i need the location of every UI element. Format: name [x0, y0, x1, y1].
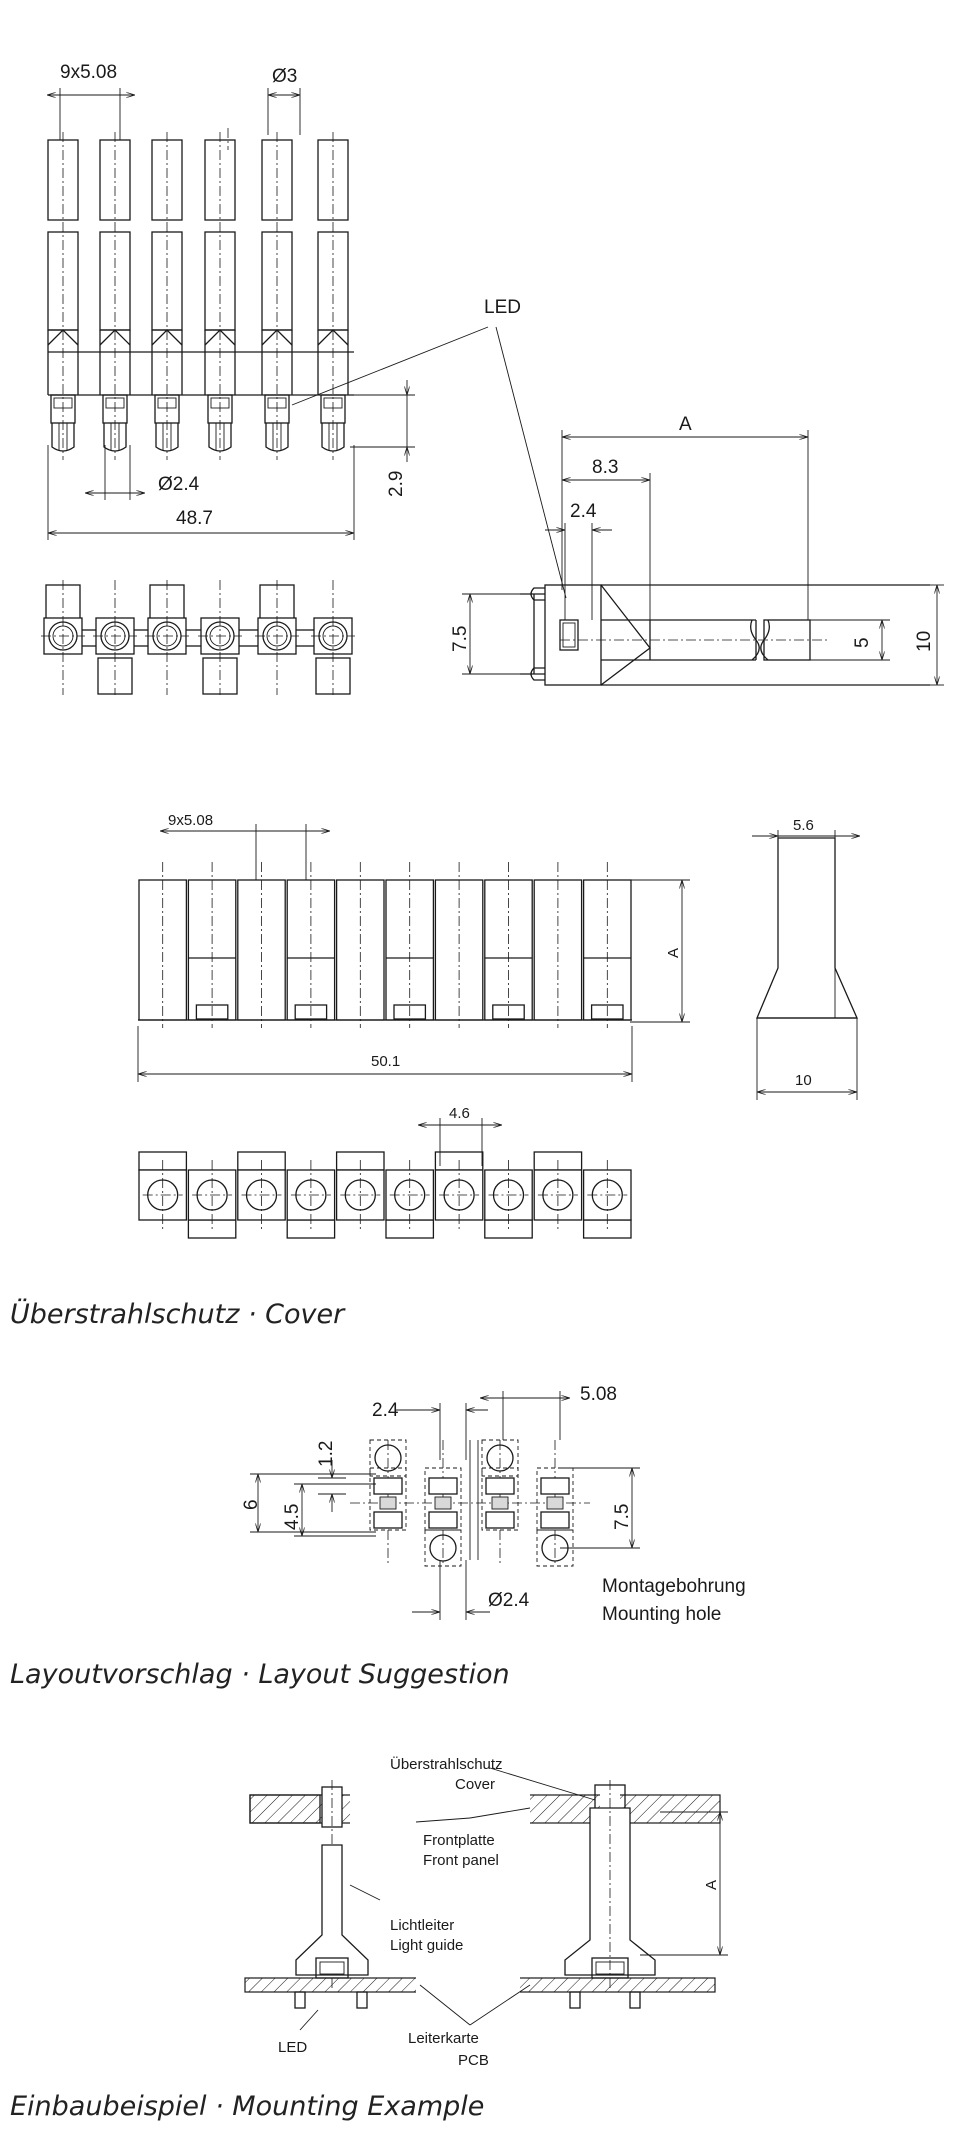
cover-dim-a-label: A [665, 948, 682, 958]
cover-top-cell-2 [187, 1160, 237, 1239]
cover-top-cell-6 [385, 1160, 435, 1239]
cover-cell-3 [237, 862, 286, 1028]
side-dim-10-label: 10 [914, 631, 935, 652]
side-dim-5-label: 5 [852, 637, 873, 648]
layout-note-de: Montagebohrung [602, 1576, 746, 1597]
mounting-caption: Einbaubeispiel · Mounting Example [10, 2091, 484, 2122]
light-guide-4 [204, 128, 236, 460]
light-guide-top-view [41, 580, 355, 695]
layout-column-1 [369, 1439, 407, 1565]
light-guide-side-view: A 8.3 2.4 7.5 5 10 [450, 414, 944, 686]
mount-panel-en: Front panel [423, 1852, 499, 1869]
layout-dim-hole-label: Ø2.4 [488, 1590, 530, 1611]
cover-top-cell-5 [335, 1151, 385, 1230]
cover-top-cell-10 [582, 1160, 632, 1239]
guide-top-4 [198, 580, 242, 695]
cover-top-cell-1 [138, 1151, 188, 1230]
dim-pin-diameter: Ø2.4 [85, 445, 200, 500]
layout-dim-5-08-label: 5.08 [580, 1384, 617, 1405]
cover-cell-8 [484, 862, 533, 1028]
light-guide-1 [47, 132, 79, 460]
guide-top-3 [145, 580, 189, 695]
cover-dim-pitch-label: 9x5.08 [168, 812, 213, 829]
layout-dim-4-5-label: 4.5 [282, 1504, 303, 1530]
cover-cell-4 [286, 862, 336, 1028]
guide-top-2 [93, 580, 137, 695]
dim-width-top: 48.7 [47, 445, 355, 540]
layout-column-3 [481, 1439, 519, 1565]
side-dim-8-3-label: 8.3 [592, 457, 618, 478]
led-leader-side [495, 326, 567, 599]
light-guide-2 [99, 132, 131, 460]
cover-dim-4-6-label: 4.6 [449, 1105, 470, 1122]
layout-column-2 [424, 1440, 462, 1567]
cover-cell-1 [138, 862, 188, 1028]
led-leader [291, 326, 489, 406]
cover-cell-7 [434, 862, 484, 1028]
cover-top-cell-8 [484, 1160, 533, 1239]
cover-cell-6 [385, 862, 435, 1028]
mount-dim-a-label: A [703, 1880, 720, 1890]
cover-dims: 9x5.08 A 50.1 4.6 [137, 812, 690, 1166]
dim-pitch-top: 9x5.08 [47, 62, 135, 140]
cover-top-cell-9 [533, 1151, 583, 1230]
cover-cell-10 [582, 862, 632, 1028]
light-guide-5 [261, 132, 293, 460]
mount-guide-de: Lichtleiter [390, 1917, 454, 1934]
dim-pin-diameter-label: Ø2.4 [158, 474, 200, 495]
light-guide-6 [317, 132, 349, 460]
mount-pcb-de: Leiterkarte [408, 2030, 479, 2047]
dim-height-small-label: 2.9 [386, 471, 407, 497]
cover-dim-10-label: 10 [795, 1072, 812, 1089]
layout-dims: 2.4 5.08 1.2 6 4.5 7.5 Ø2.4 [241, 1384, 640, 1620]
cover-top-cell-4 [286, 1160, 336, 1239]
cover-top-view [138, 1151, 632, 1239]
mount-led: LED [278, 2039, 307, 2056]
mounting-example: A [244, 1767, 728, 2031]
side-dim-7-5-label: 7.5 [450, 626, 471, 652]
side-dim-2-4-label: 2.4 [570, 501, 597, 522]
guide-top-1 [41, 580, 85, 695]
cover-cell-5 [335, 862, 385, 1028]
mount-cover-de: Überstrahlschutz [390, 1755, 503, 1773]
dim-diameter-top: Ø3 [267, 66, 301, 135]
light-guide-front-view [47, 128, 354, 460]
dim-diameter-label: Ø3 [272, 66, 297, 87]
cover-caption: Überstrahlschutz · Cover [10, 1298, 346, 1330]
mount-guide-en: Light guide [390, 1937, 463, 1954]
mount-pcb-en: PCB [458, 2052, 489, 2069]
led-label: LED [484, 297, 521, 318]
layout-dim-2-4-label: 2.4 [372, 1400, 399, 1421]
dim-height-small: 2.9 [350, 380, 415, 497]
layout-caption: Layoutvorschlag · Layout Suggestion [10, 1659, 510, 1690]
light-guide-3 [151, 132, 183, 460]
guide-top-6 [311, 580, 355, 695]
layout-suggestion [350, 1439, 590, 1567]
cover-dim-width-label: 50.1 [371, 1053, 400, 1070]
dim-width-label: 48.7 [176, 508, 213, 529]
side-dim-a-label: A [679, 414, 692, 435]
mount-cover-en: Cover [455, 1776, 495, 1793]
layout-dim-1-2-label: 1.2 [316, 1441, 337, 1467]
guide-top-5 [255, 580, 299, 695]
cover-top-cell-7 [434, 1151, 484, 1230]
mount-panel-de: Frontplatte [423, 1832, 495, 1849]
layout-dim-6-label: 6 [241, 1499, 262, 1510]
cover-cell-2 [187, 862, 237, 1028]
cover-front-view [138, 862, 632, 1028]
dim-pitch-label: 9x5.08 [60, 62, 117, 83]
layout-dim-7-5-label: 7.5 [612, 1504, 633, 1530]
layout-note-en: Mounting hole [602, 1604, 721, 1625]
cover-cell-9 [533, 862, 583, 1028]
cover-top-cell-3 [237, 1151, 286, 1230]
cover-dim-5-6-label: 5.6 [793, 817, 814, 834]
cover-side-view: 5.6 10 [752, 817, 860, 1100]
